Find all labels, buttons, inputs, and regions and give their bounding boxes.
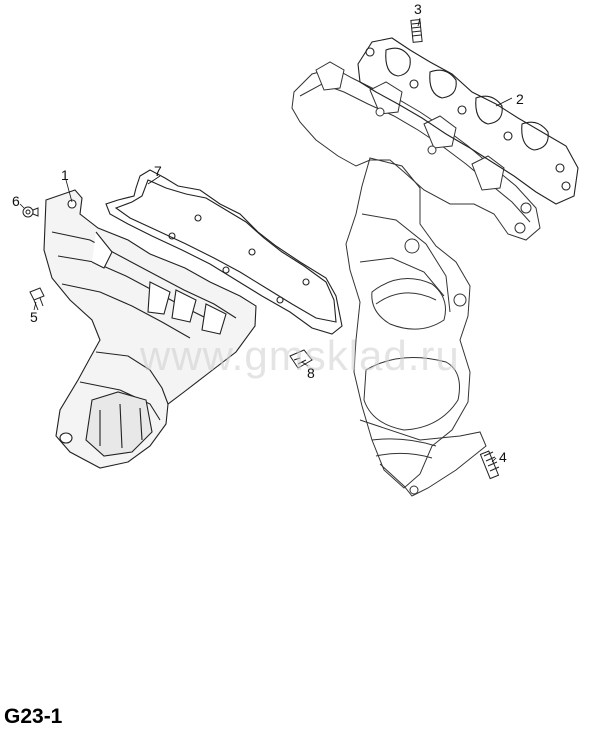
callout-4: 4 bbox=[499, 449, 507, 465]
callout-6: 6 bbox=[12, 193, 20, 209]
manifold-gasket-part-2 bbox=[357, 37, 579, 205]
callout-8: 8 bbox=[307, 365, 315, 381]
bolt-part-5 bbox=[29, 287, 45, 311]
stud-part-4 bbox=[479, 450, 500, 480]
stud-part-3 bbox=[410, 18, 423, 43]
page-code: G23-1 bbox=[4, 705, 63, 728]
watermark-text: www.gmsklad.ru bbox=[140, 332, 460, 379]
heat-shield-part-1 bbox=[43, 189, 257, 469]
callout-3: 3 bbox=[414, 1, 422, 17]
exhaust-manifold-assembly bbox=[291, 61, 541, 497]
callout-7: 7 bbox=[154, 163, 162, 179]
gasket-part-7 bbox=[105, 169, 343, 335]
leader-lines bbox=[19, 17, 513, 463]
callout-1: 1 bbox=[61, 167, 69, 183]
callout-5: 5 bbox=[30, 309, 38, 325]
sensor-part-8 bbox=[289, 349, 313, 369]
bolt-part-6 bbox=[22, 206, 39, 218]
callout-2: 2 bbox=[516, 91, 524, 107]
